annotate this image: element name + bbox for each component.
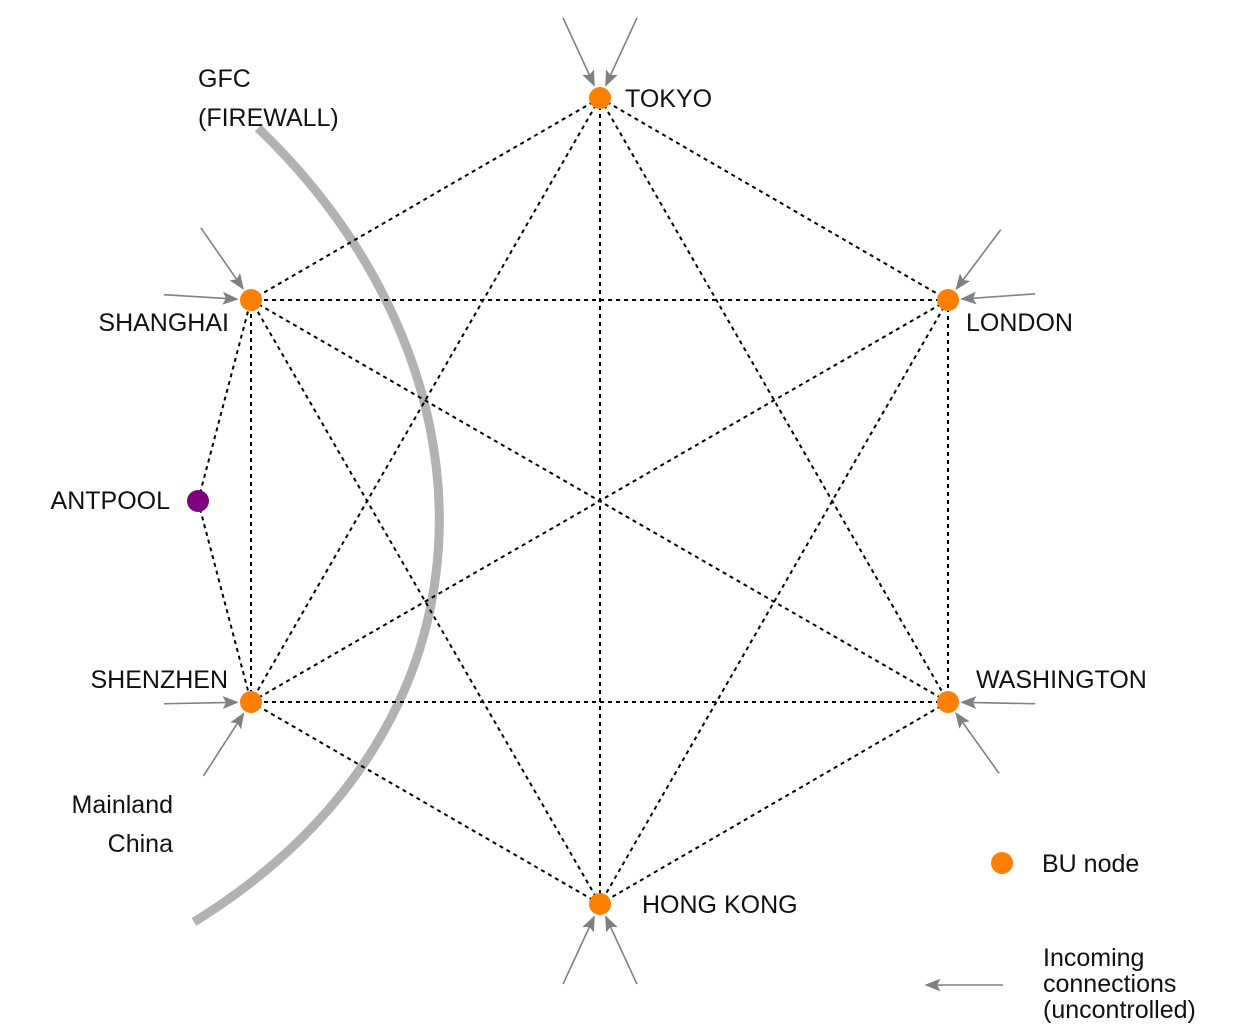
node-label-tokyo: TOKYO — [625, 85, 712, 113]
incoming-arrow-washington-2 — [955, 712, 1000, 774]
node-label-shenzhen: SHENZHEN — [90, 666, 228, 694]
node-london — [937, 289, 959, 311]
node-label-london: LONDON — [966, 309, 1073, 337]
node-washington — [937, 691, 959, 713]
incoming-arrow-shenzhen-2 — [202, 712, 245, 777]
nodes-layer — [187, 87, 959, 915]
node-label-hong-kong: HONG KONG — [642, 891, 798, 919]
firewall-label-line1: GFC — [198, 65, 251, 93]
node-label-washington: WASHINGTON — [976, 666, 1147, 694]
incoming-arrow-washington-1 — [960, 696, 1036, 709]
incoming-arrow-shanghai-1 — [200, 227, 244, 290]
link-washington-hongkong — [599, 701, 949, 905]
node-shenzhen — [240, 691, 262, 713]
legend-incoming-label-line1: Incoming — [1043, 944, 1144, 972]
legend: BU node Incoming connections (uncontroll… — [924, 850, 1196, 1024]
incoming-arrow-hongkong-2 — [605, 915, 638, 985]
node-shanghai — [240, 289, 262, 311]
incoming-arrow-shanghai-2 — [163, 291, 239, 305]
node-antpool — [187, 490, 209, 512]
legend-bu-node-swatch — [991, 852, 1013, 874]
incoming-arrow-london-2 — [960, 291, 1036, 305]
legend-incoming-label-line2: connections — [1043, 970, 1176, 998]
link-tokyo-london — [599, 97, 949, 301]
legend-incoming-label-line3: (uncontrolled) — [1043, 996, 1196, 1024]
node-hongkong — [589, 893, 611, 915]
incoming-arrows-layer — [163, 17, 1036, 985]
link-hongkong-shenzhen — [250, 701, 601, 905]
link-tokyo-shanghai — [250, 97, 601, 301]
incoming-arrow-hongkong-1 — [562, 915, 595, 985]
node-label-shanghai: SHANGHAI — [98, 309, 229, 337]
node-tokyo — [589, 87, 611, 109]
incoming-arrow-shenzhen-1 — [163, 696, 239, 709]
incoming-arrow-tokyo-2 — [605, 17, 638, 87]
link-antpool-shanghai — [197, 299, 252, 502]
link-washington-shanghai — [250, 299, 949, 703]
incoming-arrow-london-1 — [955, 229, 1002, 291]
legend-bu-node-label: BU node — [1042, 850, 1139, 878]
region-label-line1: Mainland — [72, 791, 173, 819]
incoming-arrow-tokyo-1 — [562, 17, 595, 87]
region-label-line2: China — [108, 830, 173, 858]
links-layer — [197, 97, 949, 905]
firewall-arc — [191, 124, 444, 926]
link-antpool-shenzhen — [197, 500, 252, 703]
node-label-antpool: ANTPOOL — [51, 487, 171, 515]
firewall-label-line2: (FIREWALL) — [198, 104, 339, 132]
